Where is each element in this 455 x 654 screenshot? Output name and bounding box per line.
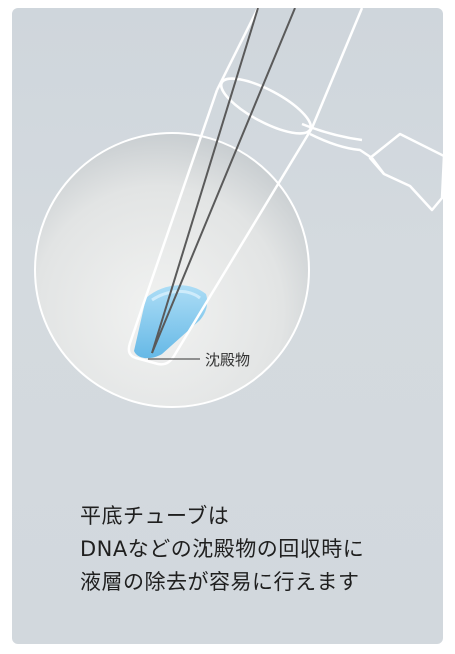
tube-illustration: 沈殿物 bbox=[34, 8, 443, 408]
caption-line-3: 液層の除去が容易に行えます bbox=[80, 570, 360, 594]
caption: 平底チューブは DNAなどの沈殿物の回収時に 液層の除去が容易に行えます bbox=[80, 500, 430, 599]
pipette-tip-icon bbox=[151, 8, 296, 354]
illustration-card: 沈殿物 平底チューブは DNAなどの沈殿物の回収時に 液層の除去が容易に行えます bbox=[12, 8, 443, 644]
liquid bbox=[134, 285, 208, 359]
microcentrifuge-tube-icon bbox=[127, 8, 443, 366]
callout-label: 沈殿物 bbox=[205, 351, 250, 369]
caption-line-1: 平底チューブは bbox=[80, 504, 230, 528]
caption-line-2: DNAなどの沈殿物の回収時に bbox=[80, 537, 365, 561]
background-circle bbox=[34, 132, 310, 408]
